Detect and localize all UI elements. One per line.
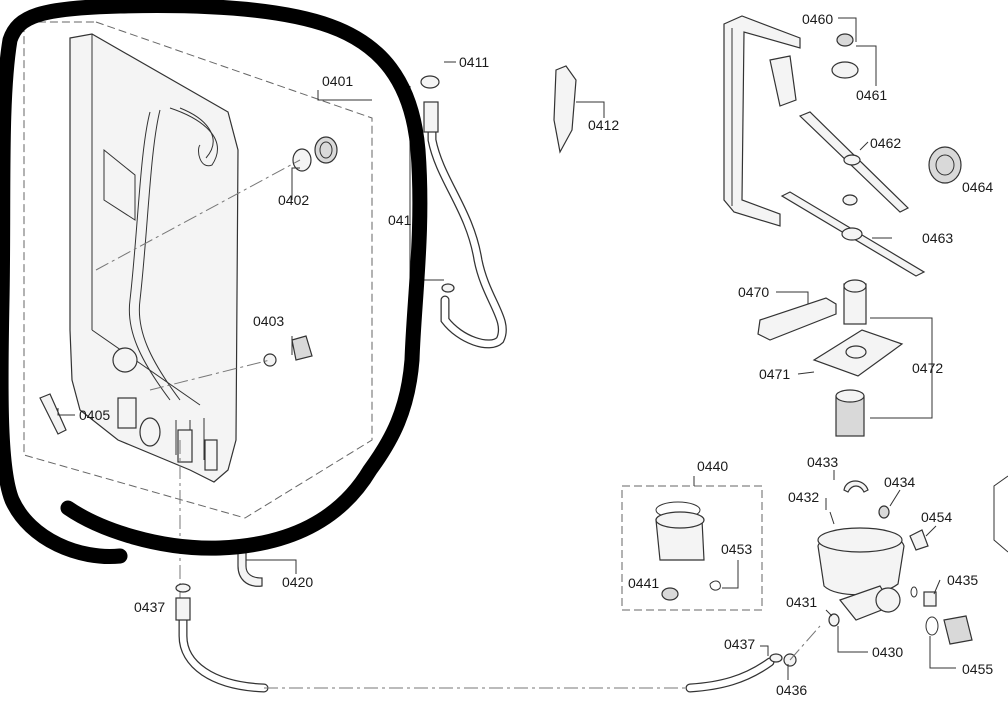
part-0431	[828, 613, 840, 627]
label-0454: 0454	[921, 509, 952, 525]
label-0462: 0462	[870, 135, 901, 151]
part-0402-ring	[292, 148, 312, 172]
part-0435	[923, 591, 937, 607]
filter-assembly	[757, 279, 933, 437]
label-0403: 0403	[253, 313, 284, 329]
part-0472-filter	[835, 395, 865, 437]
part-0464	[928, 146, 962, 184]
label-0461: 0461	[856, 87, 887, 103]
hose-041	[409, 61, 507, 349]
part-0403-valve	[291, 335, 313, 361]
drain-hose	[175, 583, 821, 693]
label-0455: 0455	[962, 661, 993, 677]
label-0412: 0412	[588, 117, 619, 133]
label-0430: 0430	[872, 644, 903, 660]
part-0402-disc	[314, 136, 338, 164]
label-041: 041	[388, 212, 412, 228]
label-0411: 0411	[459, 54, 489, 70]
spray-arm-assembly	[723, 15, 962, 277]
label-0441: 0441	[628, 575, 659, 591]
label-0431: 0431	[786, 594, 817, 610]
part-0453	[709, 580, 721, 591]
part-0461	[831, 61, 859, 79]
label-0432: 0432	[788, 489, 819, 505]
label-0435: 0435	[947, 572, 978, 588]
label-0440: 0440	[697, 458, 728, 474]
label-0460: 0460	[802, 11, 833, 27]
part-0412	[553, 65, 605, 154]
sump-0430	[817, 470, 1008, 669]
label-0463: 0463	[922, 230, 953, 246]
pump-0440	[621, 476, 763, 611]
label-0464: 0464	[962, 179, 993, 195]
part-0455	[943, 615, 973, 645]
part-0434	[878, 505, 890, 519]
label-0470: 0470	[738, 284, 769, 300]
label-0437-left: 0437	[134, 599, 165, 615]
label-0433: 0433	[807, 454, 838, 470]
label-0472: 0472	[912, 360, 943, 376]
label-0453: 0453	[721, 541, 752, 557]
hand-drawn-marker-outline	[0, 0, 428, 564]
label-0437-right: 0437	[724, 636, 755, 652]
part-0432	[829, 511, 835, 525]
label-0401: 0401	[322, 73, 353, 89]
label-0405: 0405	[79, 407, 110, 423]
tank-assembly-0401	[23, 21, 373, 600]
clamp-0411	[420, 75, 440, 89]
part-0460	[836, 33, 854, 47]
label-0420: 0420	[282, 574, 313, 590]
part-0433	[843, 480, 869, 493]
label-0402: 0402	[278, 192, 309, 208]
part-0403-washer	[263, 353, 277, 367]
part-0405	[39, 393, 67, 435]
label-0471: 0471	[759, 366, 790, 382]
label-0436: 0436	[776, 682, 807, 698]
part-0454	[909, 529, 929, 551]
label-0434: 0434	[884, 474, 915, 490]
part-0470	[757, 297, 837, 341]
part-0441	[661, 587, 679, 601]
